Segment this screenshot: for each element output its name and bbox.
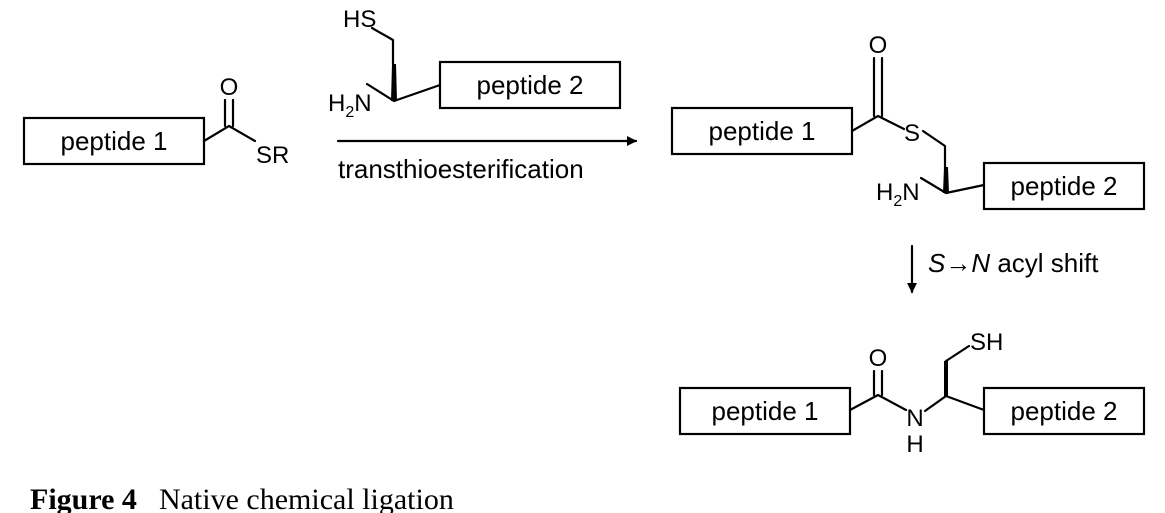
carbonyl-oxygen-intermediate: O (869, 32, 888, 59)
intermediate-thioester: peptide 1 O S H2N peptide 2 (670, 32, 1146, 211)
peptide1-box-reactant (22, 116, 206, 166)
product-ligated-peptide: peptide 1 O N H SH peptide 2 (678, 329, 1146, 458)
product-n-calpha-bond (923, 394, 948, 413)
product-carbonyl-double-bond (872, 369, 884, 397)
amine-h2n-label: H2N (328, 90, 372, 121)
sr-group-label: SR (256, 142, 289, 169)
intermediate-s-ch2-bonds (921, 129, 947, 169)
peptide2-box-product (982, 386, 1146, 436)
peptide1-label-product: peptide 1 (712, 396, 819, 426)
carbonyl-oxygen-reactant: O (220, 74, 239, 101)
thiol-hs-label: HS (343, 6, 376, 33)
peptide1-label-intermediate: peptide 1 (709, 116, 816, 146)
thiol-sh-label: SH (970, 329, 1003, 356)
acyl-shift-label: S→N acyl shift (928, 248, 1099, 278)
carbonyl-oxygen-product: O (869, 345, 888, 372)
cys-wedge-bond (391, 64, 397, 101)
cys-side-chain-bonds (370, 26, 395, 66)
reactant-cysteine-peptide: HS H2N peptide 2 (328, 6, 622, 121)
carbonyl-double-bond (223, 98, 235, 128)
intermediate-wedge-bond (943, 167, 949, 193)
amide-nitrogen-label: N (906, 405, 923, 432)
cys-backbone-bonds (365, 82, 442, 103)
intermediate-carbonyl-double-bond (872, 56, 884, 118)
peptide2-box-intermediate (982, 161, 1146, 211)
thioester-skeleton-bonds (202, 124, 257, 143)
caption-label: Figure 4 (30, 483, 137, 513)
intermediate-backbone-bonds (919, 176, 986, 195)
product-amide-bonds (848, 393, 908, 412)
peptide2-label-product: peptide 2 (1011, 396, 1118, 426)
peptide2-box-reactant (438, 60, 622, 110)
peptide1-box-intermediate (670, 106, 854, 156)
product-wedge-bond (944, 361, 948, 396)
amide-hydrogen-label: H (906, 431, 923, 458)
sulfur-label-intermediate: S (904, 120, 920, 147)
peptide2-label-intermediate: peptide 2 (1011, 171, 1118, 201)
amine-h2n-intermediate: H2N (876, 179, 920, 210)
figure-caption: Figure 4 Native chemical ligation (30, 483, 454, 513)
caption-text: Native chemical ligation (159, 483, 454, 513)
intermediate-carbonyl-bonds (850, 114, 906, 133)
product-side-chain-bonds (944, 344, 986, 412)
peptide1-label-reactant: peptide 1 (61, 126, 168, 156)
peptide2-label-reactant: peptide 2 (477, 70, 584, 100)
reactant-thioester: peptide 1 O SR (22, 74, 289, 169)
transthioesterification-label: transthioesterification (338, 154, 584, 184)
